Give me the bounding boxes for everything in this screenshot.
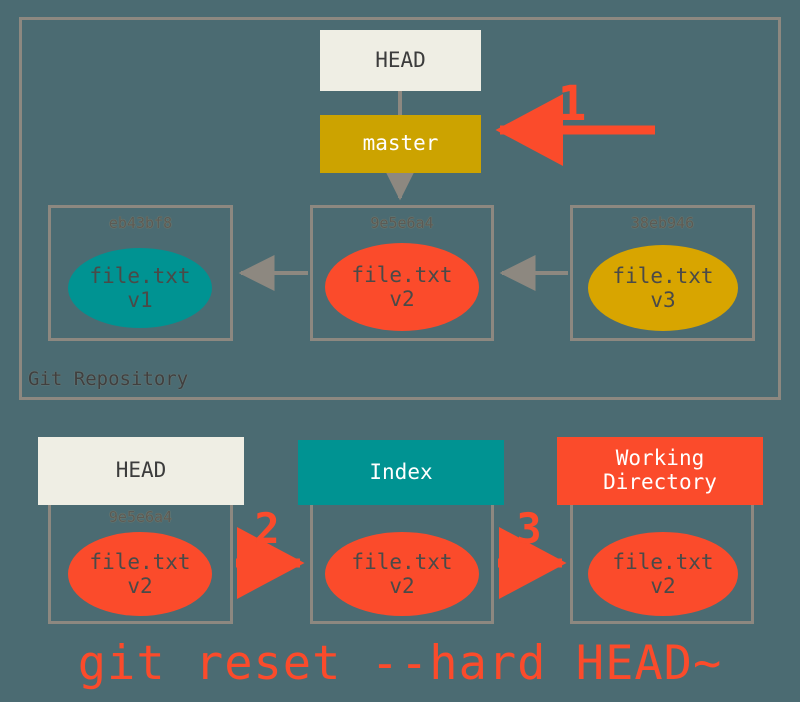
commit-blob-eb43bf8: file.txt v1 (68, 248, 212, 328)
index-area-blob: file.txt v2 (325, 532, 479, 616)
blob-version: v2 (389, 574, 415, 598)
git-repository-frame (19, 17, 781, 400)
blob-version: v2 (389, 287, 415, 311)
head-area-label: HEAD (38, 437, 244, 505)
commit-sha-38eb946: 38eb946 (630, 214, 695, 232)
step-3-number: 3 (516, 504, 542, 553)
commit-box-eb43bf8 (48, 205, 233, 341)
step-2-number: 2 (254, 504, 280, 553)
master-branch-box: master (320, 115, 481, 173)
blob-filename: file.txt (351, 262, 453, 287)
blob-filename: file.txt (351, 549, 453, 574)
commit-sha-eb43bf8: eb43bf8 (108, 214, 173, 232)
blob-filename: file.txt (89, 549, 191, 574)
blob-version: v2 (650, 574, 676, 598)
index-area-label: Index (298, 440, 504, 505)
commit-sha-9e5e6a4: 9e5e6a4 (370, 214, 434, 232)
command-caption: git reset --hard HEAD~ (77, 636, 723, 691)
working-directory-area-label: Working Directory (557, 437, 763, 505)
blob-filename: file.txt (612, 263, 714, 288)
head-area-sha: 9e5e6a4 (108, 508, 173, 526)
commit-box-9e5e6a4 (310, 205, 494, 341)
blob-version: v2 (127, 574, 153, 598)
commit-blob-38eb946: file.txt v3 (588, 245, 738, 331)
blob-version: v1 (127, 288, 153, 312)
head-pointer-box: HEAD (320, 30, 481, 91)
head-area-blob: file.txt v2 (68, 532, 212, 616)
blob-filename: file.txt (89, 263, 191, 288)
commit-blob-9e5e6a4: file.txt v2 (325, 243, 479, 331)
blob-filename: file.txt (612, 549, 714, 574)
git-repository-label: Git Repository (28, 368, 189, 390)
working-directory-area-blob: file.txt v2 (588, 532, 738, 616)
step-1-number: 1 (557, 76, 587, 132)
blob-version: v3 (650, 288, 676, 312)
commit-box-38eb946 (570, 205, 755, 341)
